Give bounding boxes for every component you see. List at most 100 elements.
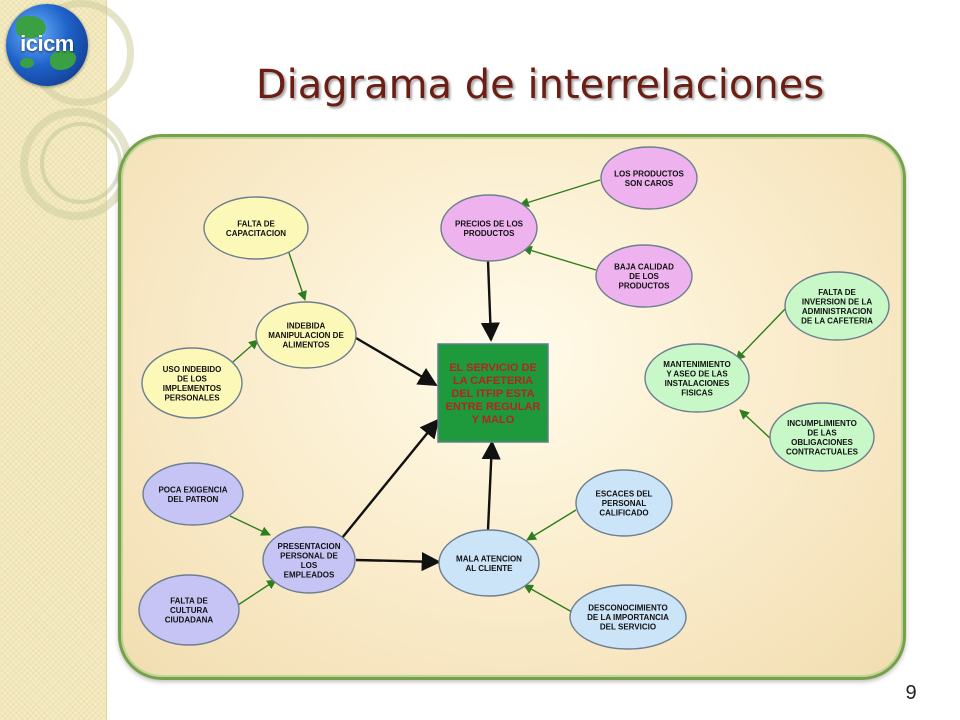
node-label-line: PRODUCTOS	[464, 229, 516, 238]
node-label-line: PRESENTACION	[278, 542, 341, 551]
node-label-line: DE LOS	[177, 374, 207, 383]
node-label-line: FALTA DE	[170, 597, 208, 606]
node-label-line: USO INDEBIDO	[163, 365, 222, 374]
node-label-line: FALTA DE	[818, 288, 856, 297]
central-box-label-line: EL SERVICIO DE	[449, 362, 537, 374]
node-label-line: INCUMPLIMIENTO	[787, 419, 857, 428]
node-label-line: Y ASEO DE LAS	[666, 369, 728, 378]
node-label-line: ADMINISTRACION	[802, 307, 872, 316]
node-ellipse	[784, 271, 890, 341]
arrow-indebida_manipulacion-to-center	[355, 336, 438, 387]
node-label-line: BAJA CALIDAD	[614, 263, 674, 272]
node-label-line: FALTA DE	[237, 219, 275, 228]
node-ellipse	[438, 529, 540, 597]
arrow-escaces_personal-to-mala_atencion	[526, 509, 577, 541]
node-label-line: CIUDADANA	[165, 616, 214, 625]
logo-text: icicm	[20, 31, 74, 56]
node-ellipse	[141, 347, 243, 419]
node-label-line: AL CLIENTE	[466, 564, 514, 573]
node-label-line: PRECIOS DE LOS	[455, 219, 524, 228]
node-ellipse	[255, 301, 357, 369]
node-ellipse	[600, 146, 698, 210]
node-label-line: PERSONAL DE	[280, 551, 338, 560]
node-label-line: CULTURA	[170, 606, 208, 615]
slide-number: 9	[905, 682, 917, 704]
node-label-line: PERSONALES	[164, 393, 220, 402]
node-label-line: INDEBIDA	[287, 322, 326, 331]
page-title: Diagrama de interrelaciones	[255, 62, 825, 108]
arrow-falta_capacitacion-to-indebida_manipulacion	[287, 249, 307, 301]
node-ellipse	[440, 194, 538, 262]
node-label-line: DEL SERVICIO	[600, 623, 656, 632]
node-ellipse	[575, 469, 673, 537]
globe-logo-icon: icicm	[6, 4, 88, 86]
arrow-precios-to-center	[480, 260, 500, 342]
node-label-line: MANIPULACION DE	[268, 331, 344, 340]
arrow-productos_caros-to-precios	[519, 179, 601, 208]
node-label-line: MALA ATENCION	[456, 554, 522, 563]
arrow-mala_atencion-to-center	[481, 440, 501, 531]
central-box-label-line: ENTRE REGULAR	[446, 401, 541, 413]
node-ellipse	[262, 526, 356, 594]
node-label-line: INVERSION DE LA	[802, 297, 872, 306]
node-label-line: ESCACES DEL	[596, 490, 653, 499]
node-label-line: IMPLEMENTOS	[163, 384, 222, 393]
node-label-line: ALIMENTOS	[283, 341, 331, 350]
central-box-label-line: DEL ITFIP ESTA	[451, 388, 534, 400]
arrow-falta_inversion-to-mantenimiento	[735, 307, 787, 361]
arrow-presentacion_personal-to-center	[341, 418, 440, 539]
node-label-line: DE LA IMPORTANCIA	[587, 613, 669, 622]
node-ellipse	[595, 244, 693, 308]
arrow-falta_cultura-to-presentacion_personal	[237, 579, 277, 606]
arrow-desconocimiento-to-mala_atencion	[523, 584, 573, 613]
node-label-line: CALIFICADO	[599, 509, 648, 518]
node-label-line: INSTALACIONES	[665, 379, 730, 388]
node-ellipse	[569, 584, 687, 650]
node-label-line: PERSONAL	[602, 499, 647, 508]
node-ellipse	[142, 462, 244, 526]
node-label-line: DE LA CAFETERIA	[801, 316, 873, 325]
node-label-line: CAPACITACION	[226, 229, 286, 238]
node-ellipse	[769, 402, 875, 472]
arrow-baja_calidad-to-precios	[522, 245, 597, 271]
node-label-line: CONTRACTUALES	[786, 447, 859, 456]
node-label-line: DESCONOCIMIENTO	[588, 604, 667, 613]
node-label-line: LOS	[301, 561, 318, 570]
node-label-line: FISICAS	[681, 388, 713, 397]
node-ellipse	[644, 343, 750, 413]
central-box-label-line: Y MALO	[472, 414, 515, 426]
central-box-label-line: LA CAFETERIA	[453, 375, 533, 387]
arrow-presentacion_personal-to-mala_atencion	[355, 551, 441, 572]
node-label-line: DEL PATRON	[168, 495, 219, 504]
node-label-line: LOS PRODUCTOS	[614, 169, 684, 178]
arrow-incumplimiento-to-mantenimiento	[739, 409, 773, 441]
arrow-poca_exigencia-to-presentacion_personal	[229, 515, 271, 536]
central-box-rect	[437, 343, 549, 443]
node-label-line: DE LAS	[807, 428, 837, 437]
node-ellipse	[203, 196, 309, 260]
node-label-line: MANTENIMIENTO	[663, 360, 730, 369]
node-label-line: SON CAROS	[625, 179, 674, 188]
node-label-line: DE LOS	[629, 272, 659, 281]
node-label-line: PRODUCTOS	[619, 282, 671, 291]
node-label-line: EMPLEADOS	[284, 570, 335, 579]
node-label-line: OBLIGACIONES	[791, 438, 853, 447]
node-label-line: POCA EXIGENCIA	[158, 485, 227, 494]
